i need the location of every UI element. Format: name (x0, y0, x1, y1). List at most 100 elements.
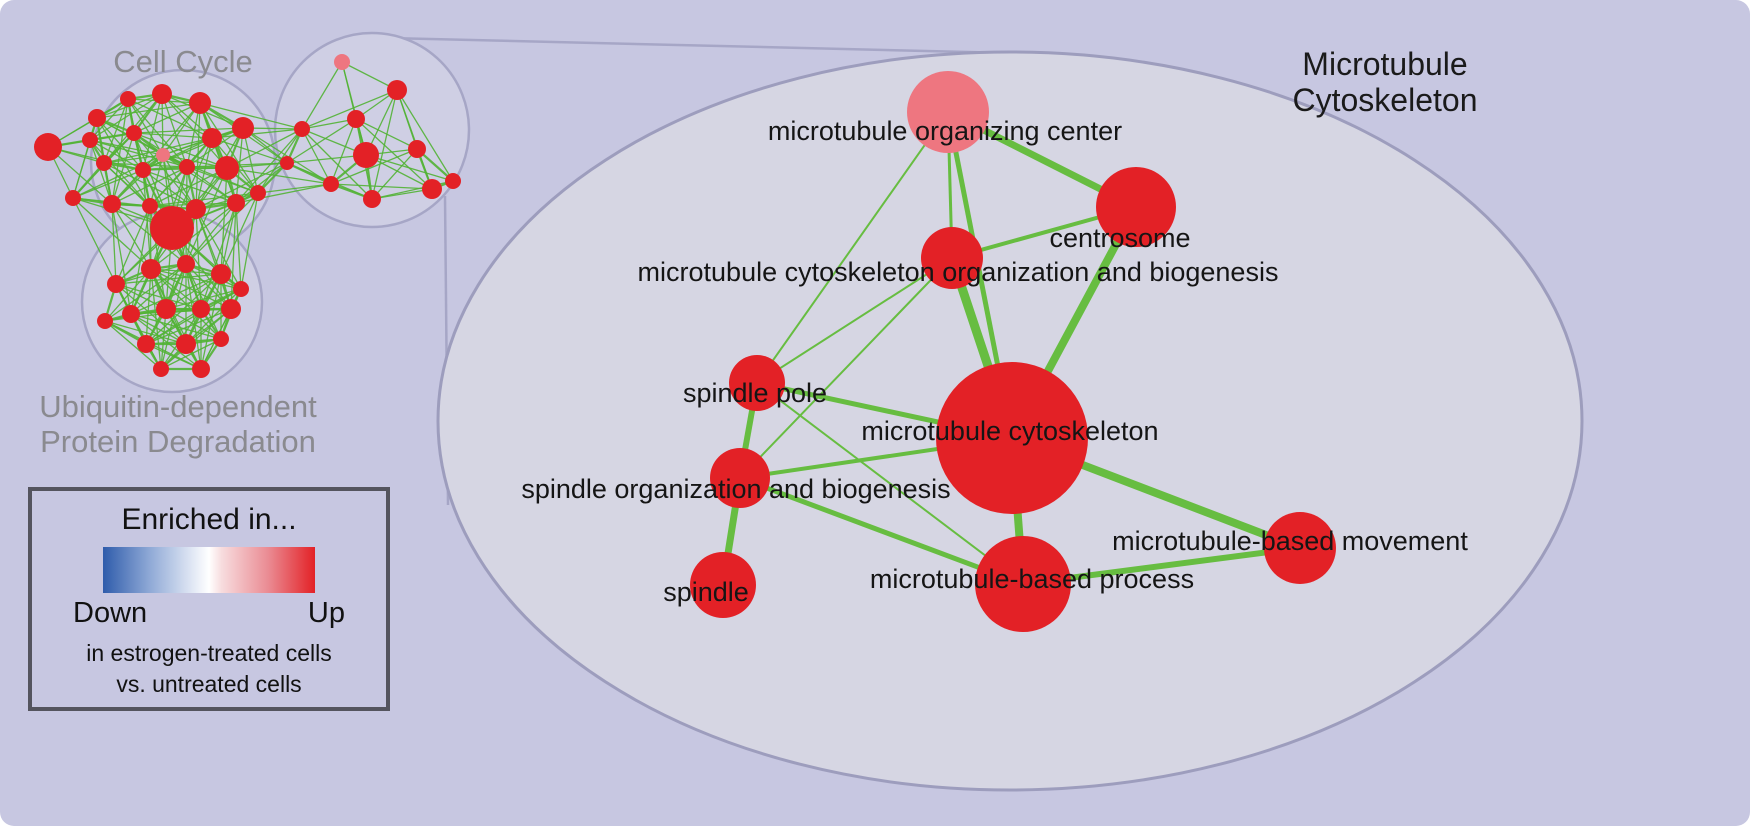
detail-nodes (690, 71, 1336, 632)
overview-edge (111, 166, 188, 205)
overview-edge (103, 98, 129, 164)
overview-edge (235, 162, 288, 204)
overview-edge (355, 118, 418, 150)
node-centrosome (1096, 167, 1176, 247)
overview-edge (150, 268, 162, 370)
overview-edge (150, 268, 242, 290)
overview-edge (396, 89, 454, 182)
overview-edge (89, 93, 163, 141)
overview-edge (355, 118, 433, 190)
label-mcsk: microtubule cytoskeleton (861, 416, 1158, 446)
ubiquitin-label-line2: Protein Degradation (40, 424, 316, 459)
overview-edge (240, 192, 259, 290)
overview-edge (257, 128, 303, 194)
node-moc (907, 71, 989, 153)
overview-node (215, 156, 239, 180)
overview-edge (226, 167, 332, 185)
ubiquitin-label-line1: Ubiquitin-dependent (39, 389, 317, 424)
overview-node (353, 142, 379, 168)
overview-edge (111, 132, 135, 205)
overview-node (422, 179, 442, 199)
legend-down-label: Down (73, 597, 148, 629)
node-spindle (690, 552, 756, 618)
overview-node (97, 313, 113, 329)
overview-edge (130, 273, 222, 315)
overview-edge (111, 203, 117, 285)
overview-edge (341, 61, 398, 91)
node-mcsk (936, 362, 1088, 514)
overview-edge (301, 118, 357, 130)
overview-edge (301, 89, 398, 130)
overview-edge (195, 162, 288, 210)
microtubule-title-line1: Microtubule (1302, 46, 1467, 82)
overview-edge (149, 205, 152, 270)
overview-node (126, 125, 142, 141)
edge-spole-mbp (756, 382, 1024, 585)
overview-edge (220, 192, 259, 275)
microtubule-title-line2: Cytoskeleton (1293, 82, 1478, 118)
label-centrosome: centrosome (1049, 223, 1190, 253)
legend-caption-line1: in estrogen-treated cells (86, 640, 332, 666)
overview-node (192, 300, 210, 318)
overview-edge (104, 268, 152, 322)
overview-node (120, 91, 136, 107)
overview-edge (185, 202, 237, 265)
cell-cycle-label: Cell Cycle (113, 44, 253, 79)
overview-edge (226, 128, 303, 169)
overview-node (213, 331, 229, 347)
overview-edge (185, 192, 259, 265)
overview-node (202, 128, 222, 148)
overview-edge (200, 273, 222, 370)
overview-edge (257, 183, 332, 194)
overview-edge (195, 192, 259, 210)
overview-node (153, 361, 169, 377)
overview-edge (242, 127, 259, 194)
legend: Enriched in... Down Up in estrogen-treat… (28, 487, 390, 711)
overview-edge (89, 139, 113, 205)
edge-moc-spole (756, 111, 949, 384)
overview-edge (133, 132, 213, 139)
overview-edge (104, 308, 202, 322)
overview-edge (301, 61, 343, 130)
edge-sorg-mbp (739, 475, 1024, 587)
overview-edge (115, 205, 151, 285)
overview-node (233, 281, 249, 297)
legend-up-label: Up (307, 597, 345, 629)
overview-edge (133, 127, 244, 134)
overview-edge (130, 263, 187, 315)
overview-edge (371, 148, 418, 200)
overview-node (347, 110, 365, 128)
overview-node (323, 176, 339, 192)
overview-edge (115, 283, 187, 345)
overview-edge (145, 308, 232, 345)
overview-edge (96, 117, 151, 207)
overview-node (34, 133, 62, 161)
overview-node (177, 255, 195, 273)
overview-edge (365, 154, 454, 182)
overview-node (179, 159, 195, 175)
overview-edge (160, 308, 232, 370)
overview-edge (72, 169, 144, 199)
overview-node (176, 334, 196, 354)
overview-node (88, 109, 106, 127)
label-mbm: microtubule-based movement (1112, 526, 1468, 556)
overview-edge (133, 102, 201, 134)
label-mbp: microtubule-based process (870, 564, 1194, 594)
overview-node (189, 92, 211, 114)
overview-node (135, 162, 151, 178)
overview-node (387, 80, 407, 100)
zoom-connector-line (387, 36, 1011, 55)
overview-edge (185, 288, 242, 345)
overview-node (186, 199, 206, 219)
overview-node (363, 190, 381, 208)
overview-edge (72, 197, 117, 285)
overview-edge (150, 268, 202, 370)
overview-node (107, 275, 125, 293)
overview-node (150, 206, 194, 250)
legend-caption: in estrogen-treated cells vs. untreated … (32, 638, 386, 700)
label-spole: spindle pole (683, 378, 827, 408)
overview-edge (142, 127, 244, 171)
overview-node (122, 305, 140, 323)
